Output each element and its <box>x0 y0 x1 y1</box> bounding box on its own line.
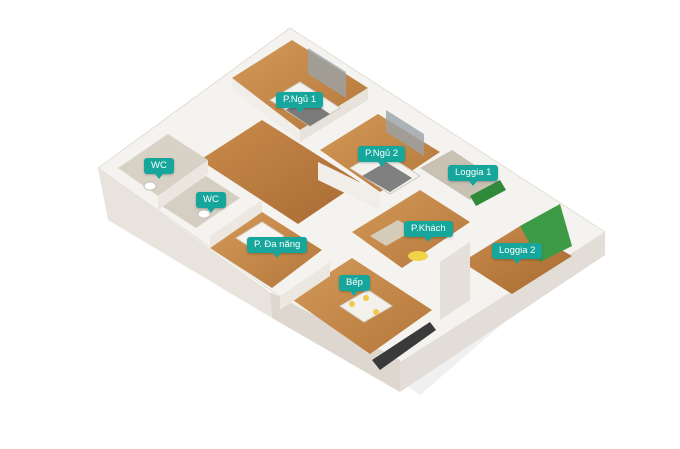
room-label-bedroom2: P.Ngủ 2 <box>358 146 406 167</box>
front-right-wall <box>270 292 400 392</box>
room-label-bedroom1: P.Ngủ 1 <box>276 92 324 113</box>
wall-bed1 <box>232 78 300 142</box>
room-label-kitchen: Bếp <box>339 275 370 296</box>
room-label-text: Loggia 1 <box>455 167 492 178</box>
loggia1-grass <box>470 180 506 206</box>
room-label-wc1: WC <box>144 158 174 179</box>
right-wall <box>400 232 605 392</box>
wall-bed-divider <box>300 88 368 142</box>
room-label-text: Bếp <box>346 277 363 288</box>
room-label-living: P.Khách <box>404 221 453 242</box>
wall-wc <box>158 160 208 210</box>
room-label-text: Loggia 2 <box>499 245 536 256</box>
coffee-table <box>408 251 428 261</box>
toilet-1 <box>143 181 157 191</box>
room-label-text: P. Đa năng <box>254 239 301 250</box>
room-label-text: WC <box>151 160 167 171</box>
wall-bed2 <box>318 162 380 210</box>
wall-living <box>440 242 470 320</box>
wall-multi <box>210 200 262 248</box>
room-label-wc2: WC <box>196 192 226 213</box>
wall-kitchen <box>280 262 330 310</box>
bed2-blanket <box>362 162 412 192</box>
room-label-text: WC <box>203 194 219 205</box>
dining-table <box>339 289 393 323</box>
hallway-floor <box>200 120 360 224</box>
room-label-text: P.Ngủ 1 <box>283 94 317 105</box>
room-label-loggia1: Loggia 1 <box>448 165 499 186</box>
window-bed2 <box>386 110 424 156</box>
room-label-multi: P. Đa năng <box>247 237 308 258</box>
room-label-loggia2: Loggia 2 <box>492 243 543 264</box>
room-label-text: P.Ngủ 2 <box>365 148 399 159</box>
room-label-text: P.Khách <box>411 223 446 234</box>
window-bed1 <box>308 48 346 98</box>
sofa <box>370 220 414 246</box>
front-left-wall <box>98 168 272 318</box>
kitchen-counter <box>372 322 436 370</box>
